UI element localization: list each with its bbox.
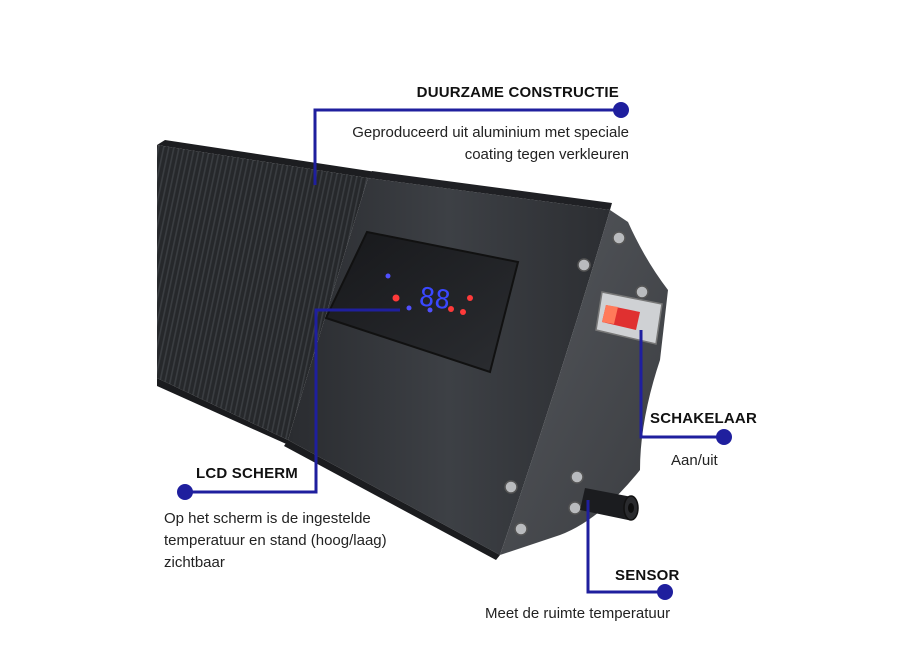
screw-icon [514, 522, 528, 536]
screw-icon [612, 231, 626, 245]
screw-icon [577, 258, 591, 272]
connector-schakelaar [639, 330, 724, 439]
screw-icon [570, 470, 584, 484]
svg-text:88: 88 [417, 282, 452, 316]
screw-icon [568, 501, 582, 515]
connector-dot [177, 484, 193, 500]
lcd-screen: 88 [324, 230, 520, 374]
heater-body [157, 140, 376, 447]
callout-desc-lcd: Op het scherm is de ingestelde temperatu… [164, 510, 387, 571]
callout-desc-sensor: Meet de ruimte temperatuur [485, 605, 671, 622]
screw-icon [635, 285, 649, 299]
connector-lcd [185, 308, 400, 494]
callout-connectors [177, 102, 732, 600]
connector-constructie [313, 108, 621, 185]
screw-icon [504, 480, 518, 494]
connector-dot [657, 584, 673, 600]
callout-title-schakelaar: SCHAKELAAR [650, 410, 757, 427]
callout-title-constructie: DUURZAME CONSTRUCTIE [416, 84, 619, 101]
connector-dot [613, 102, 629, 118]
callout-desc-schakelaar: Aan/uit [671, 452, 718, 469]
sensor-rod [580, 488, 639, 521]
power-switch [595, 291, 663, 345]
callout-title-sensor: SENSOR [615, 567, 680, 584]
callout-title-lcd: LCD SCHERM [196, 465, 298, 482]
callout-desc-constructie: Geproduceerd uit aluminium met speciale … [352, 124, 629, 163]
connector-sensor [586, 500, 665, 594]
connector-dot [716, 429, 732, 445]
